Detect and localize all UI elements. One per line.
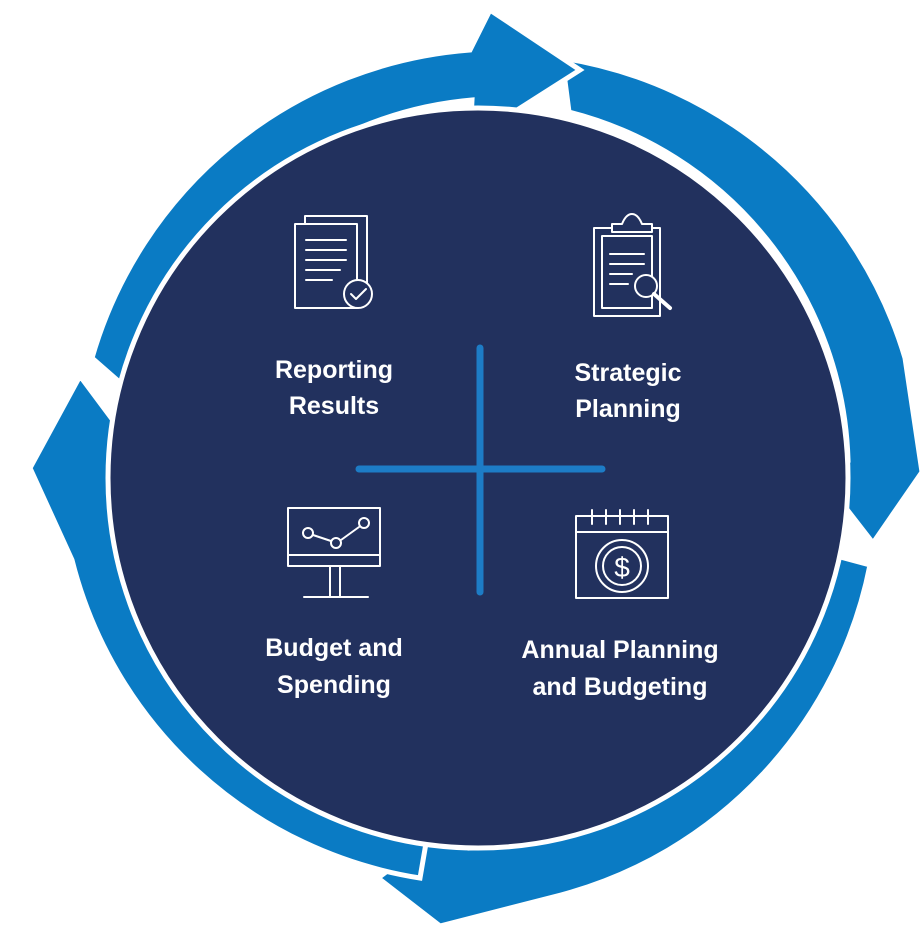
svg-text:$: $: [614, 552, 630, 583]
label-reporting-results-line1: Reporting: [275, 356, 393, 384]
monitor-chart-icon: [287, 507, 381, 598]
label-strategic-planning-line1: Strategic: [575, 359, 682, 387]
label-budget-spending-line2: Spending: [277, 671, 391, 699]
label-reporting-results-line2: Results: [289, 392, 379, 420]
label-strategic-planning-line2: Planning: [575, 395, 681, 423]
label-annual-planning-line1: Annual Planning: [521, 636, 718, 664]
document-check-icon: [294, 215, 373, 309]
label-annual-planning-line2: and Budgeting: [533, 673, 708, 701]
clipboard-search-icon: [593, 213, 672, 317]
calendar-dollar-icon: $: [575, 509, 669, 599]
label-budget-spending-line1: Budget and: [265, 634, 403, 662]
